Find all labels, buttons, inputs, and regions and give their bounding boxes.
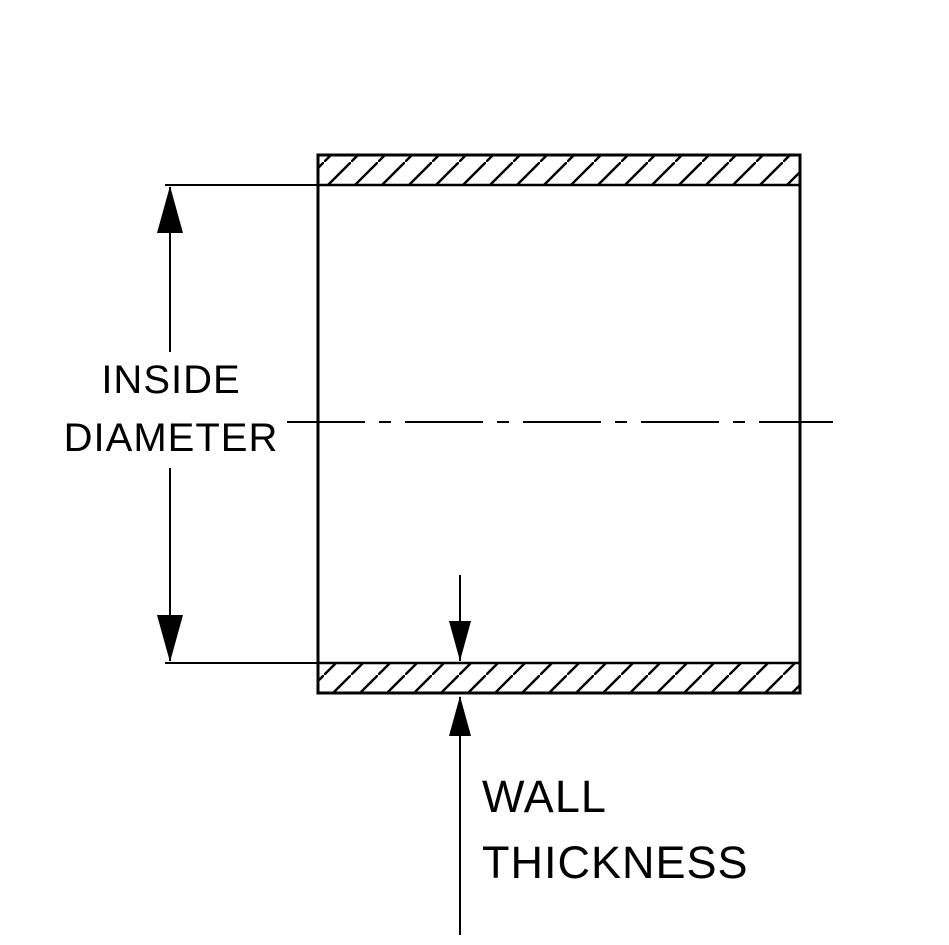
inside-diameter-label-line1: INSIDE (101, 358, 240, 402)
bottom-wall-hatch (316, 661, 802, 695)
inside-diameter-label-line2: DIAMETER (64, 416, 279, 460)
arrow-up-icon (157, 186, 183, 233)
top-wall-hatch (316, 153, 802, 187)
wall-arrow-down-icon (449, 621, 471, 661)
wall-thickness-label-line2: THICKNESS (482, 837, 749, 888)
wall-arrow-up-icon (449, 696, 471, 736)
hose-body-outline (316, 153, 802, 695)
arrow-down-icon (157, 615, 183, 662)
wall-thickness-label-line1: WALL (482, 771, 607, 822)
